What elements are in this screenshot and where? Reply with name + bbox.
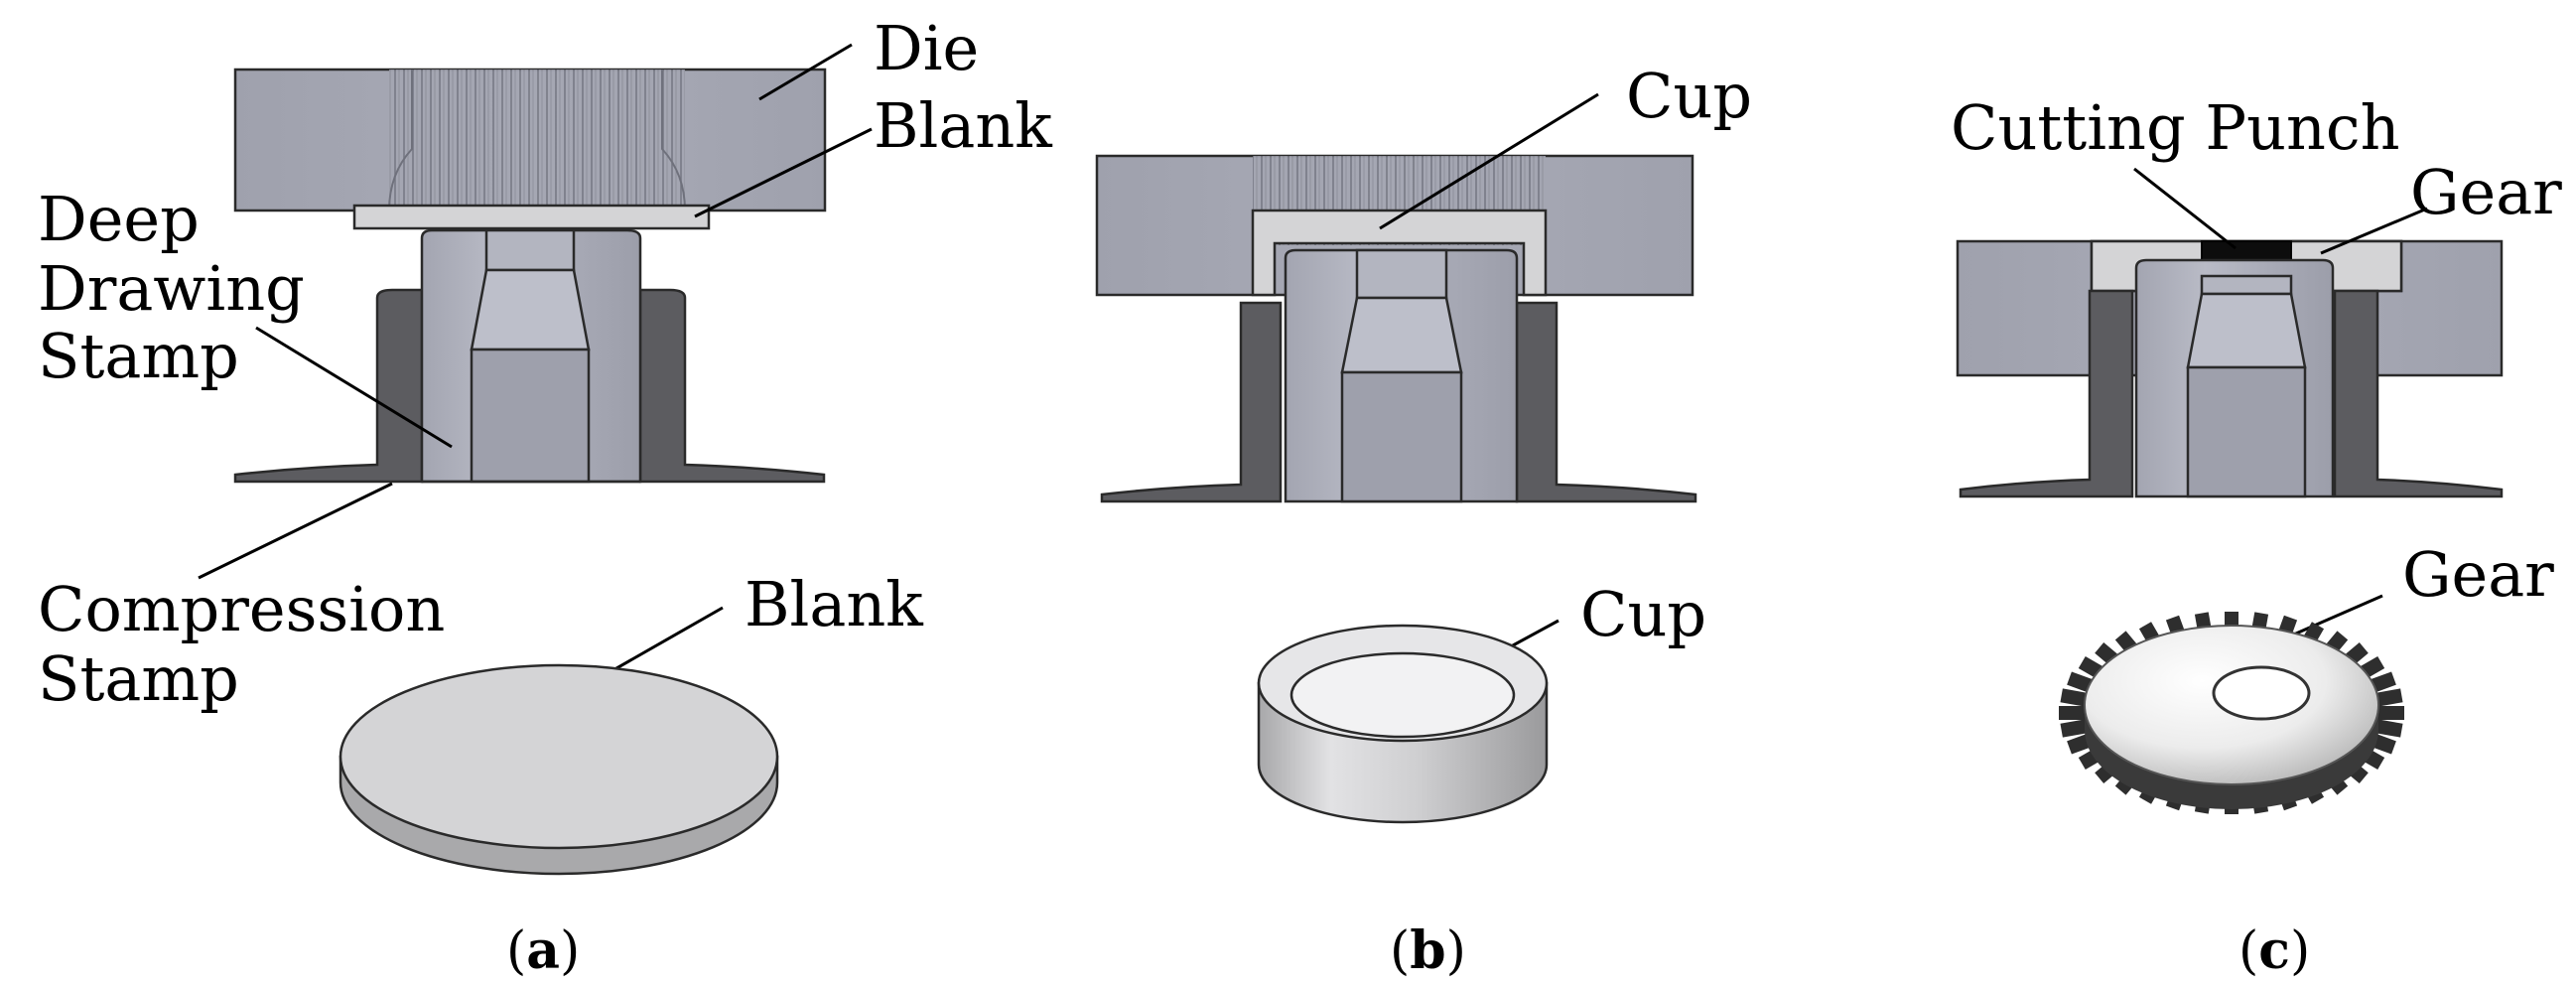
compression-stamp-c bbox=[1959, 289, 2504, 498]
label-cutting-punch: Cutting Punch bbox=[1951, 91, 2400, 164]
caption-b: (b) bbox=[1390, 920, 1466, 981]
die-a bbox=[233, 68, 827, 212]
label-compression-1: Compression bbox=[38, 573, 445, 645]
label-deep-drawing-3: Stamp bbox=[38, 320, 239, 392]
gear-bore bbox=[2212, 665, 2311, 721]
label-blank-top: Blank bbox=[874, 89, 1052, 162]
deep-drawing-stamp-c bbox=[2134, 258, 2335, 498]
deep-drawing-stamp-a bbox=[420, 228, 642, 484]
blank-disc bbox=[339, 663, 779, 876]
deep-drawing-stamp-b bbox=[1284, 248, 1519, 503]
caption-a: (a) bbox=[506, 920, 580, 981]
panel-c: Cutting Punch Gear Gear (c) bbox=[1951, 91, 2562, 981]
panel-a: Die Blank Deep Drawing Stamp Compression… bbox=[38, 12, 1052, 981]
label-cup-top: Cup bbox=[1626, 60, 1752, 132]
cup-section bbox=[1251, 209, 1548, 297]
label-die: Die bbox=[874, 12, 979, 84]
label-deep-drawing-1: Deep bbox=[38, 183, 200, 255]
gear-part bbox=[2059, 612, 2404, 814]
blank-sheet-a bbox=[352, 204, 711, 230]
label-cup-part: Cup bbox=[1580, 578, 1706, 650]
caption-c: (c) bbox=[2238, 920, 2310, 981]
gear-tooth bbox=[2059, 706, 2085, 720]
label-compression-2: Stamp bbox=[38, 642, 239, 715]
cup-part bbox=[1257, 624, 1549, 824]
label-deep-drawing-2: Drawing bbox=[38, 252, 305, 325]
panel-b: Cup Cup (b) bbox=[1095, 60, 1752, 981]
gear-tooth bbox=[2374, 688, 2403, 707]
gear-tooth bbox=[2378, 706, 2404, 720]
compression-stamp-b bbox=[1100, 301, 1697, 503]
label-blank-part: Blank bbox=[745, 568, 923, 640]
gear-tooth bbox=[2060, 719, 2089, 738]
gear-tooth bbox=[2060, 688, 2089, 707]
gear-tooth bbox=[2374, 719, 2403, 738]
label-gear-part: Gear bbox=[2402, 538, 2554, 611]
compression-stamp-a bbox=[233, 288, 826, 484]
label-gear-top: Gear bbox=[2410, 156, 2562, 228]
